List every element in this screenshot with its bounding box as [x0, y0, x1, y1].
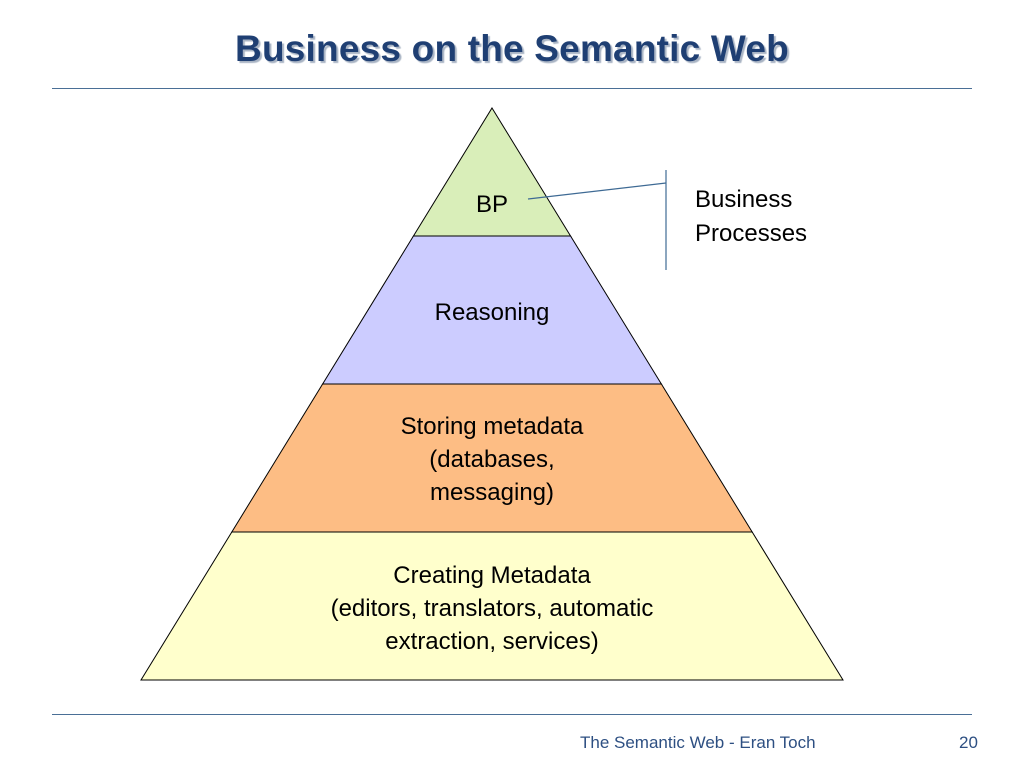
- pyramid-layer-creating-metadata-text-3: extraction, services): [385, 628, 598, 655]
- pyramid-layer-creating-metadata-text-2: (editors, translators, automatic: [331, 595, 654, 622]
- page-number: 20: [959, 733, 978, 752]
- business-processes-label: Business Processes: [695, 183, 807, 251]
- title-divider: [52, 88, 972, 89]
- footer-divider: [52, 714, 972, 715]
- pyramid-layer-storing-metadata-text-1: Storing metadata: [401, 413, 584, 440]
- pyramid-layer-bp-text-1: BP: [476, 191, 508, 218]
- footer-title: The Semantic Web - Eran Toch: [580, 733, 816, 752]
- pyramid-layer-creating-metadata: [140, 531, 844, 681]
- callout-connector-line: [527, 182, 667, 200]
- slide-title: Business on the Semantic Web: [235, 28, 789, 69]
- business-processes-line-1: Business: [695, 186, 793, 213]
- pyramid-layer-storing-metadata-text-3: messaging): [430, 479, 554, 506]
- pyramid-layer-creating-metadata-text-1: Creating Metadata: [393, 562, 591, 589]
- pyramid-layer-reasoning-text-1: Reasoning: [435, 299, 550, 326]
- business-processes-line-2: Processes: [695, 220, 808, 247]
- pyramid-layer-storing-metadata-text-2: (databases,: [429, 446, 554, 473]
